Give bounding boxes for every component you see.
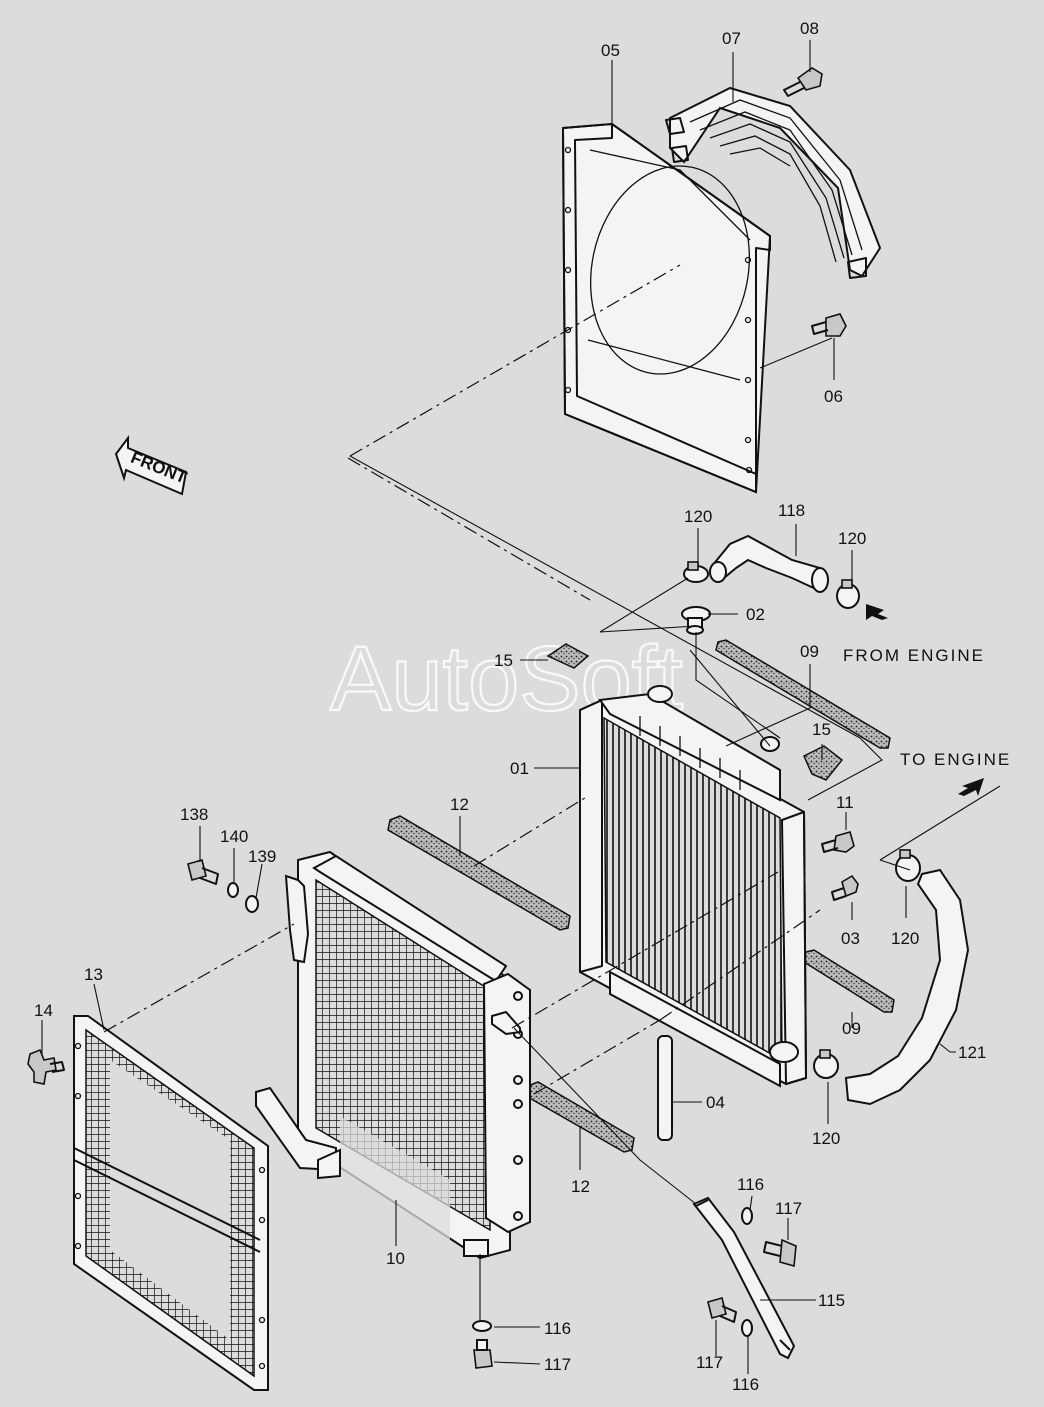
label-120-d: 120 (812, 1129, 840, 1148)
label-120-a: 120 (684, 507, 712, 526)
washer-140 (227, 882, 239, 898)
label-117-a: 117 (775, 1199, 802, 1218)
label-118: 118 (778, 501, 805, 520)
bolt-08 (783, 67, 823, 97)
label-02: 02 (746, 605, 765, 624)
label-14: 14 (34, 1001, 53, 1020)
washer-116-c (741, 1319, 753, 1337)
note-from-engine: FROM ENGINE (843, 646, 985, 665)
label-138: 138 (180, 805, 208, 824)
fan-guard-07 (665, 86, 882, 279)
label-05: 05 (601, 41, 620, 60)
washer-139 (245, 895, 259, 913)
bolt-117-a (763, 1238, 797, 1268)
seal-pad-15-a (546, 643, 590, 669)
label-12-b: 12 (571, 1177, 590, 1196)
bolt-138 (187, 859, 219, 885)
label-13: 13 (84, 965, 103, 984)
screen-13 (73, 1015, 269, 1391)
label-116-a: 116 (737, 1175, 764, 1194)
radiator-cap-02 (681, 606, 711, 635)
drain-hose-04 (657, 1035, 673, 1141)
assembly-lines (103, 264, 1001, 1320)
seal-pad-15-b (803, 745, 844, 781)
note-to-engine: TO ENGINE (900, 750, 1011, 769)
front-direction-arrow: FRONT (114, 435, 190, 496)
to-engine-arrow (958, 778, 984, 796)
callout-labels: 05 07 08 06 120 118 120 02 FROM ENGINE 1… (34, 19, 1011, 1394)
radiator-01 (579, 685, 808, 1088)
oil-cooler-10 (255, 850, 531, 1280)
label-116-b: 116 (544, 1319, 571, 1338)
label-117-b: 117 (544, 1355, 571, 1374)
label-120-b: 120 (838, 529, 866, 548)
drain-cock-03 (831, 874, 859, 901)
bolt-117-b (473, 1339, 493, 1369)
label-139: 139 (248, 847, 276, 866)
hose-clamp-120-c (895, 849, 921, 882)
label-15-b: 15 (812, 720, 831, 739)
label-120-c: 120 (891, 929, 919, 948)
fan-shroud-05 (561, 122, 772, 494)
label-117-c: 117 (696, 1353, 723, 1372)
label-08: 08 (800, 19, 819, 38)
label-116-c: 116 (732, 1375, 759, 1394)
hose-clamp-120-d (813, 1049, 839, 1079)
label-11: 11 (836, 793, 854, 812)
seal-strip-09-a (715, 639, 891, 749)
wing-bolt-14 (27, 1048, 65, 1085)
bolt-06 (811, 313, 847, 337)
label-09-b: 09 (842, 1019, 861, 1038)
washer-116-a (741, 1207, 753, 1225)
hose-clamp-120-b (836, 579, 860, 609)
label-15-a: 15 (494, 651, 513, 670)
seal-strip-12-a (387, 815, 571, 931)
label-03: 03 (841, 929, 860, 948)
label-06: 06 (824, 387, 843, 406)
label-10: 10 (386, 1249, 405, 1268)
from-engine-arrow (866, 604, 888, 620)
bolt-117-c (707, 1297, 737, 1323)
label-12-a: 12 (450, 795, 469, 814)
label-09-a: 09 (800, 642, 819, 661)
label-01: 01 (510, 759, 529, 778)
bolt-11 (821, 831, 855, 853)
callout-leaders (41, 40, 956, 1374)
label-07: 07 (722, 29, 741, 48)
lower-hose-121 (844, 868, 970, 1106)
hose-clamp-120-a (683, 561, 709, 583)
seal-strip-09-b (803, 949, 895, 1013)
label-115: 115 (818, 1291, 845, 1310)
upper-hose-118 (709, 534, 829, 593)
label-04: 04 (706, 1093, 725, 1112)
stay-115 (692, 1196, 796, 1360)
washer-116-b (472, 1320, 492, 1332)
label-121: 121 (958, 1043, 986, 1062)
label-140: 140 (220, 827, 248, 846)
